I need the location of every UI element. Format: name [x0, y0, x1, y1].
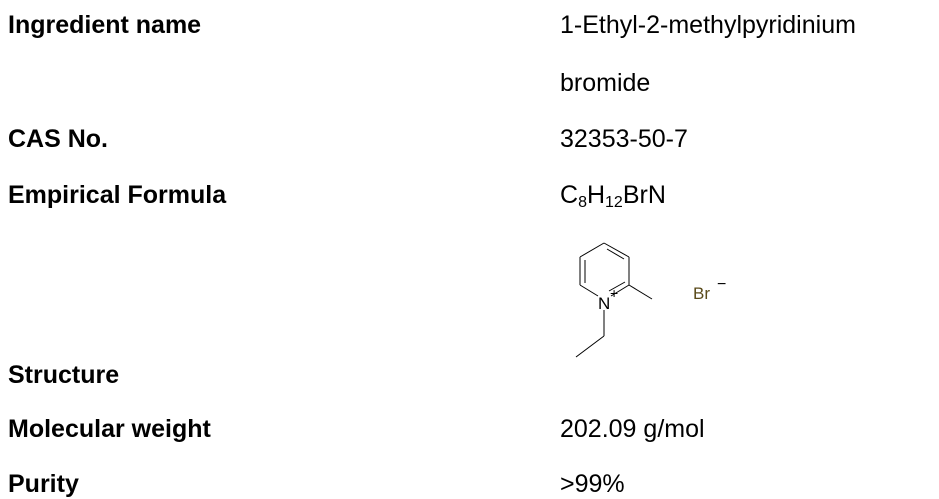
- purity-value: >99%: [560, 470, 625, 498]
- purity-label: Purity: [8, 470, 79, 498]
- ring-bond-top-right: [603, 242, 630, 258]
- cas-no-value: 32353-50-7: [560, 125, 688, 153]
- ring-bond-top-left: [579, 242, 605, 258]
- molecular-weight-value: 202.09 g/mol: [560, 415, 705, 443]
- cas-no-label: CAS No.: [8, 125, 108, 153]
- ethyl-bond-2: [575, 335, 605, 358]
- nitrogen-atom-label: N: [598, 294, 610, 313]
- ring-double-bond-lower: [608, 281, 626, 292]
- formula-rest: BrN: [622, 181, 666, 209]
- ring-double-bond-top: [606, 248, 625, 260]
- structure-diagram: N + Br −: [575, 242, 726, 358]
- structure-label: Structure: [8, 361, 120, 389]
- formula-carbon-count: 8: [578, 194, 587, 211]
- ingredient-name-value-line2: bromide: [560, 69, 651, 97]
- formula-hydrogen-count: 12: [605, 194, 623, 211]
- empirical-formula-label: Empirical Formula: [8, 181, 227, 209]
- nitrogen-charge-label: +: [610, 285, 618, 301]
- empirical-formula-value: C8H12BrN: [560, 180, 666, 211]
- ring-bond-lower-right: [610, 284, 630, 297]
- bromide-label: Br: [693, 284, 710, 303]
- ingredient-name-value-line1: 1-Ethyl-2-methylpyridinium: [560, 11, 856, 39]
- formula-hydrogen: H: [586, 181, 606, 209]
- ingredient-name-label: Ingredient name: [8, 11, 202, 39]
- methyl-bond: [628, 284, 653, 300]
- bromide-charge-label: −: [717, 276, 726, 293]
- molecular-weight-label: Molecular weight: [8, 415, 211, 443]
- ring-bond-lower-left: [579, 284, 599, 297]
- formula-carbon: C: [560, 181, 579, 209]
